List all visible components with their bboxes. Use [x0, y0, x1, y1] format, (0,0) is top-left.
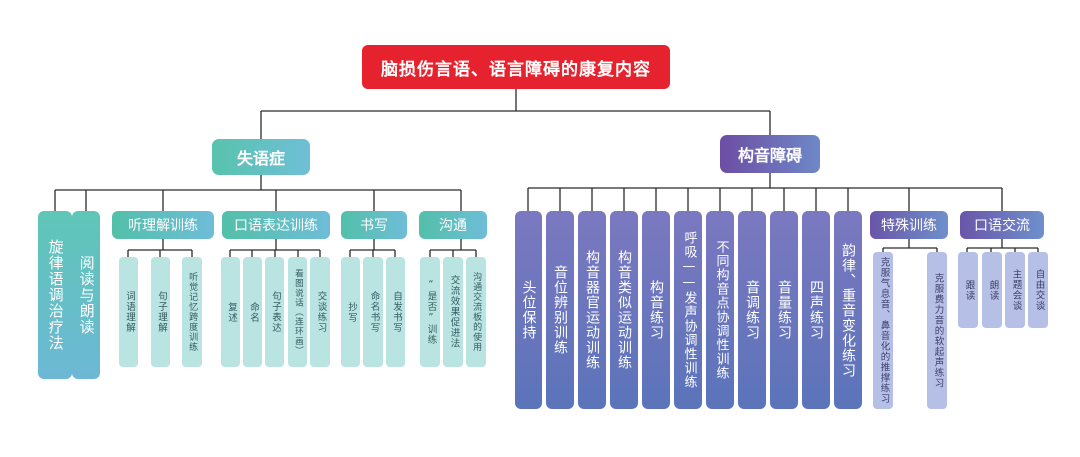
leaf-sentence-expression: 句子表达: [265, 257, 284, 367]
node-reading-aloud: 阅读与朗读: [72, 211, 100, 379]
leaf-yes-no-training: “是否”训练: [420, 257, 440, 367]
leaf-copying: 抄写: [341, 257, 360, 367]
node-volume-practice: 音量练习: [770, 211, 798, 409]
node-head-position: 头位保持: [515, 211, 542, 409]
node-oral-expression-training: 口语表达训练: [222, 211, 330, 239]
leaf-communication-board: 沟通交流板的使用: [466, 257, 486, 367]
node-special-training: 特殊训练: [870, 211, 948, 239]
leaf-breathy-nasal-pushing: 克服气息音、鼻音化的推撑练习: [873, 252, 893, 409]
node-articulation-point-coordination: 不同构音点协调性训练: [706, 211, 734, 409]
node-prosody-stress-practice: 韵律、重音变化练习: [834, 211, 862, 409]
leaf-naming: 命名: [243, 257, 262, 367]
leaf-reading-aloud: 朗读: [982, 252, 1002, 328]
leaf-picture-description: 看图说话（连环画）: [288, 257, 307, 367]
leaf-repetition: 复述: [221, 257, 240, 367]
category-aphasia: 失语症: [212, 139, 310, 175]
node-phoneme-discrimination: 音位辨别训练: [546, 211, 574, 409]
node-pitch-practice: 音调练习: [738, 211, 766, 409]
leaf-sentence-comprehension: 句子理解: [151, 257, 170, 367]
node-writing: 书写: [341, 211, 407, 239]
leaf-word-comprehension: 词语理解: [119, 257, 138, 367]
node-four-tones-practice: 四声练习: [802, 211, 830, 409]
node-communication: 沟通: [419, 211, 487, 239]
category-dysarthria: 构音障碍: [720, 135, 820, 173]
node-breath-voice-coordination: 呼吸——发声协调性训练: [674, 211, 702, 409]
node-oral-exchange: 口语交流: [960, 211, 1044, 239]
leaf-follow-reading: 跟读: [958, 252, 978, 328]
leaf-soft-onset: 克服费力音的软起声练习: [927, 252, 947, 409]
leaf-spontaneous-writing: 自发书写: [386, 257, 405, 367]
node-articulation-practice: 构音练习: [642, 211, 670, 409]
node-melodic-intonation-therapy: 旋律语调治疗法: [38, 211, 72, 379]
node-articulator-motion: 构音器官运动训练: [578, 211, 606, 409]
node-listening-training: 听理解训练: [112, 211, 214, 239]
leaf-pace-method: 交流效果促进法: [443, 257, 463, 367]
leaf-naming-writing: 命名书写: [363, 257, 383, 367]
leaf-topic-talk: 主题会谈: [1005, 252, 1025, 328]
leaf-auditory-memory-span: 听觉记忆跨度训练: [182, 257, 202, 367]
diagram-title: 脑损伤言语、语言障碍的康复内容: [362, 45, 670, 89]
leaf-conversation-practice: 交谈练习: [310, 257, 330, 367]
leaf-free-conversation: 自由交谈: [1028, 252, 1048, 328]
node-similar-motion: 构音类似运动训练: [610, 211, 638, 409]
